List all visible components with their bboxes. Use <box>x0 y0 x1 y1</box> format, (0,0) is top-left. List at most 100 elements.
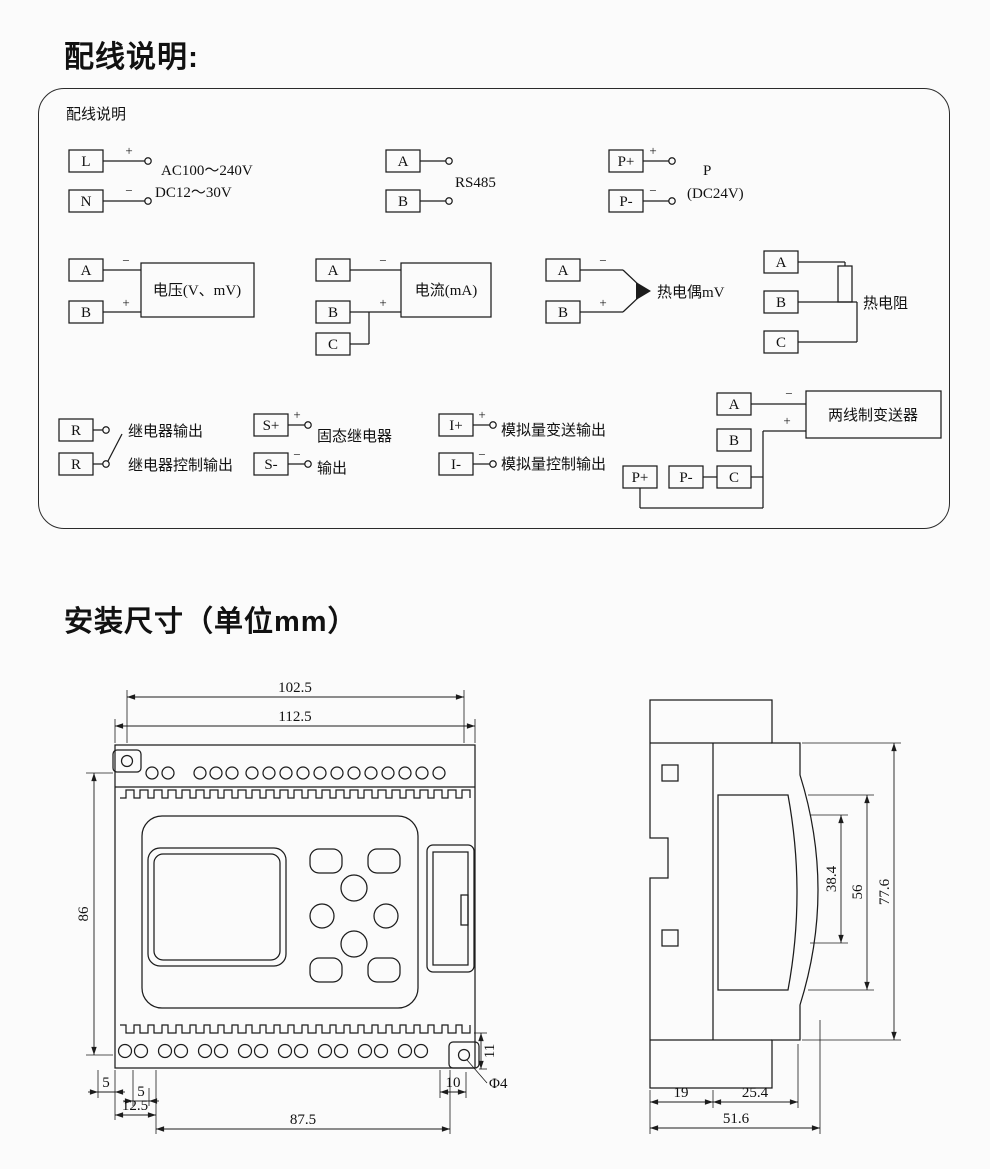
power-ac-label: AC100～240V <box>161 163 253 179</box>
mounting-hole-top <box>120 754 134 768</box>
top-castellation <box>120 789 471 799</box>
minus-sign: − <box>379 253 386 268</box>
dim-11: 11 <box>482 1044 498 1058</box>
minus-sign: − <box>478 447 485 462</box>
bottom-castellation <box>120 1024 471 1034</box>
terminal-B-label: B <box>398 194 408 210</box>
voltage-input-group: A − B + 电压(V、mV) <box>68 253 255 324</box>
wiring-box: 配线说明 L + N − AC100～240V DC12～30V A <box>38 88 950 529</box>
dim-38-4: 38.4 <box>824 865 840 892</box>
terminal-C-label: C <box>729 470 739 486</box>
plus-sign: + <box>122 295 129 310</box>
device-body <box>114 744 476 1069</box>
terminal-B-label: B <box>328 305 338 321</box>
current-label: 电流(mA) <box>415 282 478 299</box>
button-top-left <box>309 848 343 874</box>
terminal-I-plus-label: I+ <box>449 418 462 434</box>
dim-12-5: 12.5 <box>122 1098 148 1114</box>
terminal-B-label: B <box>81 305 91 321</box>
aux-power-group: P+ + P- − P (DC24V) <box>608 143 744 213</box>
dim-25-4: 25.4 <box>742 1085 769 1101</box>
terminal-P-minus-label: P- <box>679 470 692 486</box>
terminal-A-label: A <box>81 263 92 279</box>
mounting-ear-top <box>112 749 142 773</box>
front-panel-frame <box>141 815 419 1009</box>
transmitter-label: 两线制变送器 <box>828 407 918 424</box>
power-input-group: L + N − AC100～240V DC12～30V <box>68 143 253 213</box>
terminal-A-label: A <box>776 255 787 271</box>
button-left <box>309 903 335 929</box>
dim-19: 19 <box>674 1085 689 1101</box>
terminal-S-plus-label: S+ <box>263 418 280 434</box>
relay-output-group: R R 继电器输出 继电器控制输出 <box>58 418 233 476</box>
plus-sign: + <box>649 143 656 158</box>
button-top-right <box>367 848 401 874</box>
side-door <box>426 844 475 973</box>
voltage-label-box <box>140 262 255 318</box>
wiring-box-title: 配线说明 <box>66 106 126 123</box>
display-window-inner <box>153 853 281 961</box>
front-view <box>112 744 480 1069</box>
terminal-P-plus-label: P+ <box>632 470 649 486</box>
front-dimensions: 102.5 112.5 86 5 <box>76 680 508 1134</box>
minus-sign: − <box>599 253 606 268</box>
button-cluster <box>309 848 401 983</box>
dim-width-total: 112.5 <box>278 709 311 725</box>
dim-77-6: 77.6 <box>877 878 893 905</box>
side-detail-bottom <box>661 929 679 947</box>
relay-control-label: 继电器控制输出 <box>128 457 233 474</box>
thermocouple-label: 热电偶mV <box>657 284 725 301</box>
ssr-label-line2: 输出 <box>317 460 347 477</box>
bottom-terminal-row <box>117 1043 429 1059</box>
terminal-A-label: A <box>729 397 740 413</box>
terminal-A-label: A <box>558 263 569 279</box>
side-dimensions: 38.4 56 77.6 19 25.4 51.6 <box>649 742 901 1134</box>
ssr-label-line1: 固态继电器 <box>317 428 392 445</box>
transmitter-label-box <box>805 390 942 439</box>
terminal-B <box>716 428 752 452</box>
minus-sign: − <box>122 253 129 268</box>
side-door-profile <box>717 794 798 991</box>
terminal-C-label: C <box>328 337 338 353</box>
terminal-B-label: B <box>729 433 739 449</box>
terminal-R1-label: R <box>71 423 81 439</box>
plus-sign: + <box>478 407 485 422</box>
plus-sign: + <box>293 407 300 422</box>
dim-56: 56 <box>850 884 866 900</box>
dim-10: 10 <box>446 1075 461 1091</box>
terminal-R2-label: R <box>71 457 81 473</box>
dim-51-6: 51.6 <box>723 1111 750 1127</box>
door-slot <box>460 894 469 926</box>
button-up <box>340 874 368 902</box>
plus-sign: + <box>783 413 790 428</box>
dim-height: 86 <box>76 906 92 922</box>
button-down <box>340 930 368 958</box>
thermocouple-junction <box>636 282 651 300</box>
side-profile <box>649 699 819 1089</box>
terminal-L-label: L <box>81 154 90 170</box>
aux-p-label: P <box>703 163 711 179</box>
transmitter-group: A − B C + P+ P- 两线制变送器 <box>622 386 942 509</box>
plus-sign: + <box>599 295 606 310</box>
terminal-I-minus-label: I- <box>451 457 461 473</box>
analog-transmit-label: 模拟量变送输出 <box>501 422 606 439</box>
rs485-label: RS485 <box>455 175 496 191</box>
dim-87-5: 87.5 <box>290 1112 316 1128</box>
button-bottom-left <box>309 957 343 983</box>
minus-sign: − <box>649 183 656 198</box>
current-label-box <box>400 262 492 318</box>
terminal-P-minus-label: P- <box>619 194 632 210</box>
dimension-drawings: 102.5 112.5 86 5 <box>0 640 990 1169</box>
terminal-N-label: N <box>81 194 92 210</box>
dim-width-holes: 102.5 <box>278 680 312 696</box>
ssr-output-group: S+ + S- − 固态继电器 输出 <box>253 407 392 477</box>
analog-output-group: I+ + I- − 模拟量变送输出 模拟量控制输出 <box>438 407 606 476</box>
dim-5a: 5 <box>102 1075 110 1091</box>
dim-5b: 5 <box>137 1084 145 1100</box>
plus-sign: + <box>379 295 386 310</box>
voltage-label: 电压(V、mV) <box>153 282 241 299</box>
minus-sign: − <box>293 447 300 462</box>
dim-hole-dia: Φ4 <box>489 1076 508 1092</box>
aux-dc24-label: (DC24V) <box>687 186 744 202</box>
